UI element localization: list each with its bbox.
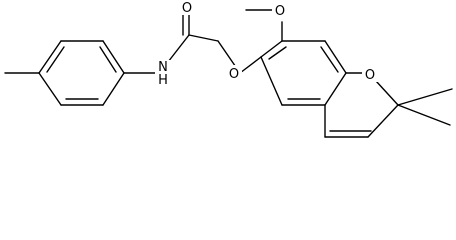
- bond: [38, 40, 62, 74]
- ring-oxygen-label: O: [365, 68, 375, 83]
- bond: [320, 46, 339, 73]
- bond: [167, 34, 190, 63]
- bond: [397, 104, 451, 126]
- bond: [324, 72, 347, 106]
- bond: [367, 104, 399, 138]
- methoxy-oxygen-label: O: [275, 4, 285, 19]
- bond: [102, 40, 125, 74]
- carbonyl-oxygen-label: O: [182, 1, 192, 16]
- bond: [102, 72, 125, 106]
- ether-oxygen-label: O: [229, 67, 239, 82]
- bond: [260, 56, 283, 106]
- bond: [260, 40, 283, 58]
- bond: [46, 46, 65, 73]
- bond: [397, 88, 453, 106]
- bond: [38, 72, 62, 106]
- bond: [375, 80, 399, 106]
- bond: [268, 46, 287, 60]
- bond: [324, 40, 347, 74]
- bond: [188, 34, 219, 42]
- bond: [99, 46, 117, 73]
- bond: [239, 56, 262, 74]
